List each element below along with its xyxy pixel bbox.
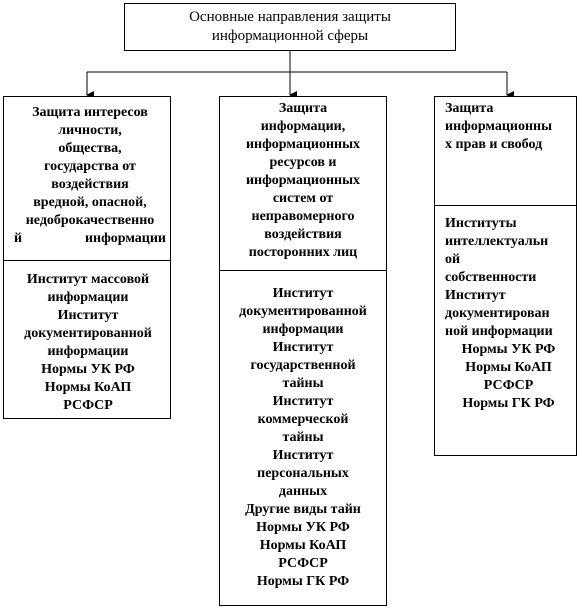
header-line: информационных bbox=[245, 137, 361, 152]
body-line: персональных bbox=[257, 466, 349, 481]
box-body: Институт массовой информации Институт до… bbox=[4, 261, 170, 415]
box-information-rights: Защита информационны х прав и свобод Инс… bbox=[434, 96, 577, 456]
header-line: личности, bbox=[58, 123, 122, 138]
header-line: ресурсов и bbox=[269, 155, 337, 170]
header-line: Защита интересов bbox=[32, 105, 148, 120]
header-line: информации, bbox=[260, 119, 346, 134]
body-line: информации bbox=[262, 322, 344, 337]
body-line: Институт bbox=[57, 308, 119, 323]
header-line: государства от bbox=[44, 159, 136, 174]
body-line: Нормы ГК РФ bbox=[462, 396, 555, 411]
body-line: тайны bbox=[282, 376, 324, 391]
header-line: систем от bbox=[272, 191, 334, 206]
header-line: информационны bbox=[445, 119, 553, 134]
body-line: Нормы КоАП bbox=[44, 380, 132, 395]
header-line: информационных bbox=[245, 173, 361, 188]
body-line: Другие виды тайн bbox=[245, 502, 361, 517]
box-body: Институты интеллектуальн ой собственност… bbox=[435, 206, 576, 413]
body-line: Нормы УК РФ bbox=[256, 520, 350, 535]
box-body: Институт документированной информации Ин… bbox=[220, 271, 386, 591]
body-line: коммерческой bbox=[257, 412, 349, 427]
body-line: РСФСР bbox=[63, 398, 113, 413]
body-line: интеллектуальн bbox=[445, 234, 549, 249]
body-line: ной информации bbox=[445, 324, 553, 339]
body-line: Институты bbox=[445, 216, 517, 231]
header-line: х прав и свобод bbox=[445, 137, 543, 152]
box-header: Защита информационны х прав и свобод bbox=[435, 97, 576, 206]
header-line: вредной, опасной, bbox=[33, 195, 147, 210]
body-line: Институт bbox=[272, 448, 334, 463]
box-header: Защита информации, информационных ресурс… bbox=[220, 97, 386, 271]
body-line: документированной bbox=[24, 326, 152, 341]
root-title-line: информационной сферы bbox=[211, 28, 369, 44]
box-header: Защита интересов личности, общества, гос… bbox=[4, 97, 170, 261]
body-line: информации bbox=[47, 290, 129, 305]
body-line: данных bbox=[278, 484, 328, 499]
header-line: неправомерного bbox=[251, 209, 355, 224]
root-title-line: Основные направления защиты bbox=[189, 9, 391, 25]
body-line: Институт bbox=[272, 340, 334, 355]
body-line: информации bbox=[47, 344, 129, 359]
header-line: Защита bbox=[278, 101, 328, 116]
body-line: Институт bbox=[272, 394, 334, 409]
body-line: документированной bbox=[239, 304, 367, 319]
header-line: Защита bbox=[445, 101, 494, 116]
root-box: Основные направления защиты информационн… bbox=[124, 3, 456, 51]
header-line: общества, bbox=[58, 141, 122, 156]
box-information-resources: Защита информации, информационных ресурс… bbox=[219, 96, 387, 606]
box-personal-interests: Защита интересов личности, общества, гос… bbox=[3, 96, 171, 419]
body-line: Нормы ГК РФ bbox=[256, 574, 350, 589]
body-line: Нормы УК РФ bbox=[41, 362, 135, 377]
header-line: воздействия bbox=[51, 177, 129, 192]
body-line: Институт массовой bbox=[26, 272, 150, 287]
header-line: воздействия bbox=[264, 227, 342, 242]
header-word: информации bbox=[84, 231, 166, 246]
body-line: ой bbox=[445, 252, 461, 267]
body-line: тайны bbox=[282, 430, 324, 445]
header-word: й bbox=[14, 231, 23, 246]
header-line: посторонних лиц bbox=[248, 245, 358, 260]
body-line: Нормы УК РФ bbox=[461, 342, 556, 357]
body-line: собственности bbox=[445, 270, 537, 285]
header-line: й информации bbox=[14, 230, 166, 248]
body-line: Институт bbox=[445, 288, 506, 303]
header-line: недоброкачественно bbox=[25, 213, 155, 228]
body-line: Нормы КоАП bbox=[465, 360, 552, 375]
body-line: РСФСР bbox=[278, 556, 328, 571]
body-line: РСФСР bbox=[483, 378, 534, 393]
body-line: Нормы КоАП bbox=[259, 538, 347, 553]
body-line: документирован bbox=[445, 306, 550, 321]
body-line: государственной bbox=[250, 358, 356, 373]
body-line: Институт bbox=[272, 286, 334, 301]
